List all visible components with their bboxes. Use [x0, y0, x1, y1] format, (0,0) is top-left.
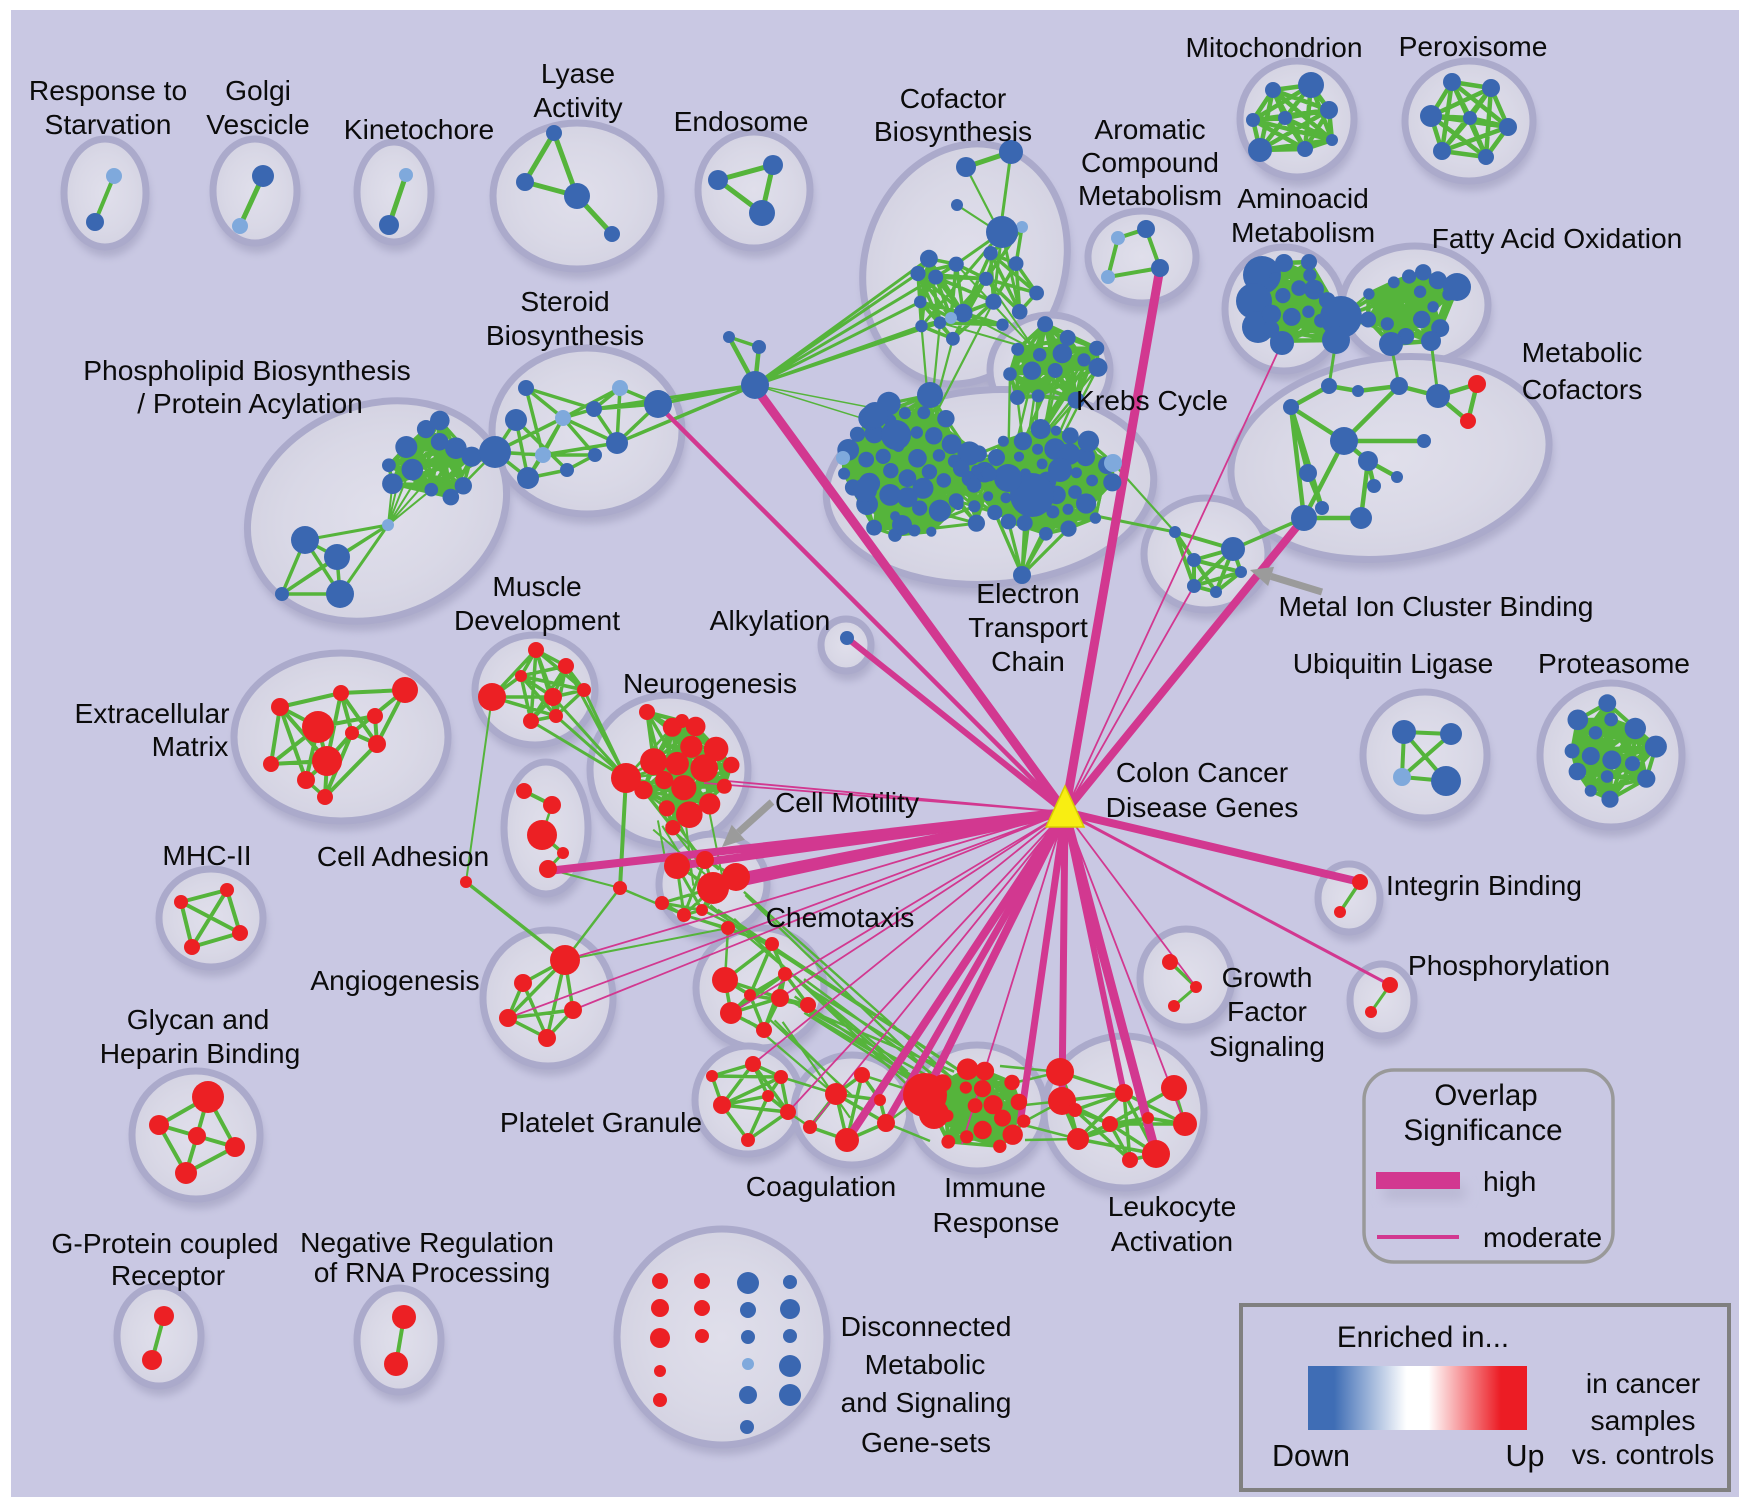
svg-text:Phospholipid Biosynthesis: Phospholipid Biosynthesis	[83, 354, 411, 386]
svg-text:Phosphorylation: Phosphorylation	[1408, 949, 1610, 981]
svg-text:Cofactors: Cofactors	[1522, 373, 1643, 405]
svg-text:Metabolic: Metabolic	[1522, 336, 1643, 368]
svg-text:Vescicle: Vescicle	[206, 108, 309, 140]
svg-text:Receptor: Receptor	[111, 1259, 225, 1291]
svg-text:Neurogenesis: Neurogenesis	[623, 667, 797, 699]
svg-text:Cell Adhesion: Cell Adhesion	[317, 840, 489, 872]
svg-text:Gene-sets: Gene-sets	[861, 1426, 991, 1458]
svg-text:/ Protein Acylation: / Protein Acylation	[137, 387, 363, 419]
svg-text:Alkylation: Alkylation	[710, 604, 831, 636]
svg-text:Integrin Binding: Integrin Binding	[1386, 869, 1582, 901]
svg-text:Immune: Immune	[944, 1171, 1046, 1203]
svg-text:Metabolic: Metabolic	[865, 1348, 986, 1380]
svg-text:Extracellular: Extracellular	[74, 697, 229, 729]
svg-text:Up: Up	[1506, 1439, 1545, 1473]
svg-text:Factor: Factor	[1227, 995, 1307, 1027]
svg-text:Growth: Growth	[1222, 961, 1313, 993]
svg-text:Heparin Binding: Heparin Binding	[100, 1037, 301, 1069]
svg-text:Fatty Acid Oxidation: Fatty Acid Oxidation	[1432, 222, 1683, 254]
svg-text:Muscle: Muscle	[492, 570, 581, 602]
svg-text:Chain: Chain	[991, 645, 1065, 677]
svg-text:Coagulation: Coagulation	[746, 1170, 896, 1202]
svg-text:Negative Regulation: Negative Regulation	[300, 1226, 554, 1258]
svg-text:Matrix: Matrix	[152, 730, 229, 762]
svg-text:Transport: Transport	[968, 611, 1088, 643]
svg-text:moderate: moderate	[1483, 1221, 1602, 1253]
svg-text:Significance: Significance	[1403, 1114, 1562, 1147]
svg-text:Aromatic: Aromatic	[1094, 113, 1205, 145]
svg-text:Response: Response	[933, 1206, 1060, 1238]
svg-text:Compound: Compound	[1081, 146, 1219, 178]
svg-text:Biosynthesis: Biosynthesis	[874, 115, 1032, 147]
svg-text:Biosynthesis: Biosynthesis	[486, 319, 644, 351]
svg-text:of RNA Processing: of RNA Processing	[314, 1256, 551, 1288]
svg-text:Development: Development	[454, 604, 620, 636]
svg-text:Disease Genes: Disease Genes	[1106, 791, 1299, 823]
svg-text:vs. controls: vs. controls	[1572, 1438, 1715, 1470]
svg-text:Kinetochore: Kinetochore	[344, 113, 494, 145]
svg-text:Angiogenesis: Angiogenesis	[310, 964, 479, 996]
svg-text:high: high	[1483, 1165, 1536, 1197]
svg-text:and Signaling: and Signaling	[841, 1386, 1012, 1418]
svg-text:Colon Cancer: Colon Cancer	[1116, 756, 1288, 788]
svg-text:Disconnected: Disconnected	[841, 1310, 1012, 1342]
svg-text:Lyase: Lyase	[541, 57, 615, 89]
svg-text:Activation: Activation	[1111, 1225, 1233, 1257]
svg-text:samples: samples	[1591, 1404, 1696, 1436]
svg-text:Overlap: Overlap	[1434, 1079, 1537, 1112]
svg-text:Response to: Response to	[29, 74, 187, 106]
svg-text:Cell Motility: Cell Motility	[775, 786, 920, 818]
svg-text:Krebs Cycle: Krebs Cycle	[1076, 384, 1228, 416]
svg-text:Down: Down	[1272, 1439, 1350, 1473]
svg-text:Electron: Electron	[976, 577, 1079, 609]
svg-text:Proteasome: Proteasome	[1538, 647, 1690, 679]
svg-text:Platelet Granule: Platelet Granule	[500, 1106, 702, 1138]
svg-text:Metal Ion Cluster Binding: Metal Ion Cluster Binding	[1279, 590, 1594, 622]
svg-text:Golgi: Golgi	[225, 74, 291, 106]
svg-text:in cancer: in cancer	[1586, 1367, 1700, 1399]
svg-text:Aminoacid: Aminoacid	[1237, 182, 1369, 214]
svg-text:G-Protein coupled: G-Protein coupled	[51, 1227, 278, 1259]
svg-text:Glycan and: Glycan and	[127, 1003, 270, 1035]
svg-text:Signaling: Signaling	[1209, 1030, 1325, 1062]
svg-text:MHC-II: MHC-II	[162, 839, 251, 871]
svg-text:Endosome: Endosome	[674, 105, 809, 137]
svg-text:Chemotaxis: Chemotaxis	[766, 901, 915, 933]
svg-text:Activity: Activity	[533, 91, 623, 123]
svg-text:Leukocyte: Leukocyte	[1108, 1190, 1237, 1222]
svg-text:Mitochondrion: Mitochondrion	[1185, 31, 1362, 63]
svg-text:Peroxisome: Peroxisome	[1399, 30, 1548, 62]
svg-text:Metabolism: Metabolism	[1231, 216, 1375, 248]
svg-text:Starvation: Starvation	[45, 108, 172, 140]
svg-text:Cofactor: Cofactor	[900, 82, 1007, 114]
svg-text:Steroid: Steroid	[520, 285, 609, 317]
svg-text:Ubiquitin Ligase: Ubiquitin Ligase	[1293, 647, 1494, 679]
svg-text:Enriched in...: Enriched in...	[1337, 1321, 1509, 1354]
svg-text:Metabolism: Metabolism	[1078, 179, 1222, 211]
